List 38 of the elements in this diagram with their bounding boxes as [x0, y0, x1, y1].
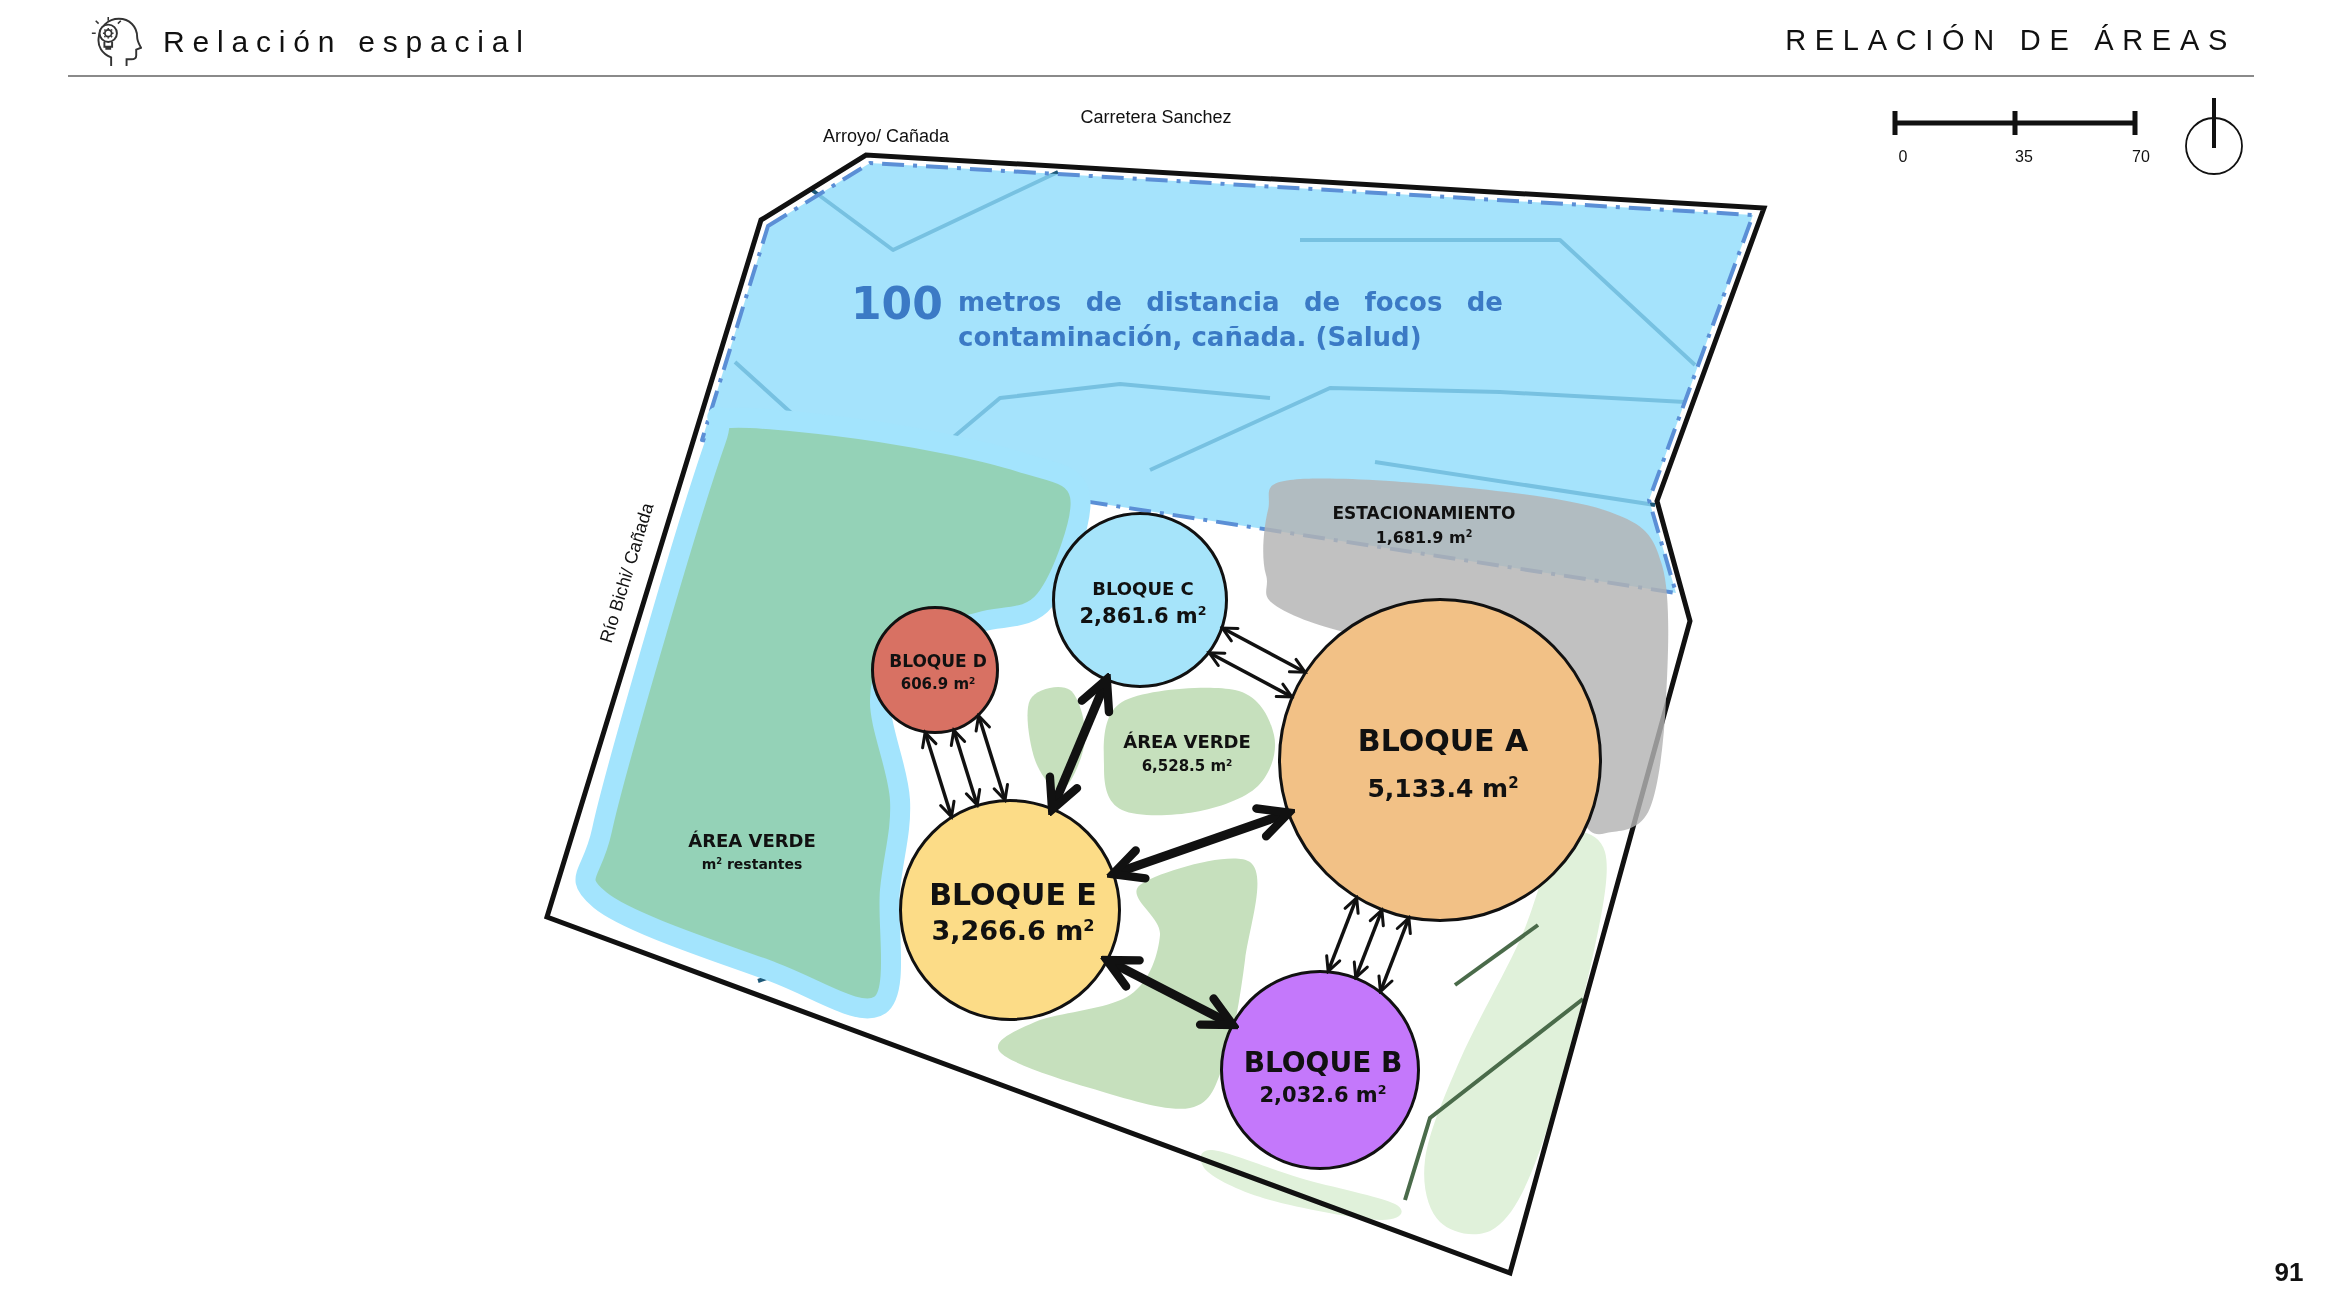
road-label: Carretera Sanchez: [1080, 106, 1232, 128]
distance-number: 100: [851, 278, 943, 330]
block-name: BLOQUE A: [1357, 723, 1529, 759]
area-value: 1,681.9 m$^{2}$: [1375, 528, 1473, 548]
area-value: 6,528.5 m$^{2}$: [1141, 758, 1233, 776]
double-arrow: [949, 728, 982, 807]
area-name: ESTACIONAMIENTO: [1332, 504, 1516, 524]
area-name: ÁREA VERDE: [1123, 731, 1251, 753]
section-title: Relación espacial: [163, 24, 531, 60]
area-value: 606.9 m$^{2}$: [900, 676, 976, 694]
block-name: BLOQUE B: [1243, 1046, 1403, 1080]
block-name: BLOQUE D: [889, 652, 987, 672]
area-name: ÁREA VERDE: [688, 830, 816, 852]
double-arrow: [1207, 651, 1294, 699]
block-name: BLOQUE C: [1092, 578, 1194, 600]
double-arrow: [1352, 908, 1385, 980]
page-number: 91: [2274, 1258, 2304, 1288]
stream-label: Arroyo/ Cañada: [822, 125, 950, 147]
block-name: BLOQUE E: [929, 877, 1097, 913]
double-arrow: [1325, 896, 1360, 973]
bold-double-arrow: [1108, 804, 1294, 883]
area-value: 3,266.6 m$^{2}$: [931, 915, 1095, 947]
scale-label: 35: [2015, 147, 2033, 167]
double-arrow: [921, 730, 956, 819]
area-value: 2,032.6 m$^{2}$: [1259, 1082, 1387, 1108]
scale-label: 70: [2132, 147, 2150, 167]
double-arrow: [1377, 916, 1412, 994]
area-value: 5,133.4 m$^{2}$: [1367, 774, 1519, 804]
area-value: 2,861.6 m$^{2}$: [1079, 603, 1207, 629]
zone-note: metros de distancia de focos de contaminación, cañada. (Salud): [958, 286, 1503, 355]
bold-double-arrow: [1045, 675, 1114, 814]
area-value: m$^{2}$ restantes: [701, 855, 803, 873]
river-label: Río Bichi/ Cañada: [595, 500, 659, 646]
bold-double-arrow: [1102, 955, 1238, 1030]
double-arrow: [974, 714, 1009, 802]
double-arrow: [1220, 626, 1307, 674]
scale-label: 0: [1898, 147, 1908, 167]
page-heading: RELACIÓN DE ÁREAS: [1785, 24, 2236, 58]
